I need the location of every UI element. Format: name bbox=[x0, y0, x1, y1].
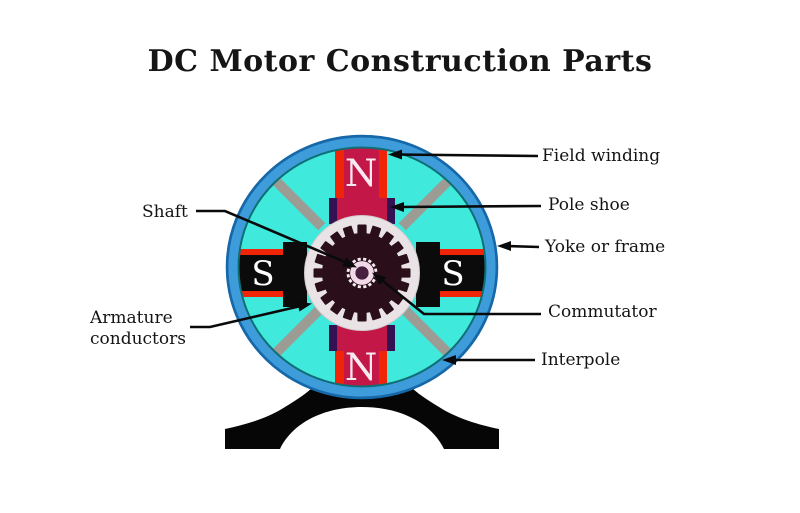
label-interpole: Interpole bbox=[541, 350, 621, 370]
commutator-ring bbox=[350, 261, 374, 285]
leader-shaft bbox=[196, 209, 353, 267]
label-field-winding: Field winding bbox=[542, 146, 661, 166]
pole-letter-n-bottom: N bbox=[345, 346, 377, 389]
interpole-bar bbox=[398, 303, 459, 364]
label-shaft: Shaft bbox=[142, 202, 188, 222]
motor-base bbox=[225, 387, 499, 449]
pole-s-left bbox=[237, 242, 307, 307]
interpole-bar bbox=[265, 303, 326, 364]
armature bbox=[304, 215, 420, 331]
pole-shoe-left bbox=[283, 242, 307, 307]
label-commutator: Commutator bbox=[548, 302, 657, 322]
arrowheads bbox=[297, 149, 511, 365]
pole-letter-n-top: N bbox=[345, 152, 377, 195]
yoke-ring bbox=[225, 134, 499, 400]
interpole-bar bbox=[398, 170, 459, 231]
label-yoke-or-frame: Yoke or frame bbox=[545, 237, 666, 257]
pole-letter-s-left: S bbox=[251, 254, 274, 294]
leader-pole-shoe bbox=[397, 204, 542, 209]
pole-letter-s-right: S bbox=[441, 254, 464, 294]
shaft-center bbox=[355, 266, 369, 280]
interpole-bar bbox=[265, 170, 326, 231]
leader-armature bbox=[190, 303, 306, 329]
pole-shoe-right bbox=[416, 242, 440, 307]
page-title: DC Motor Construction Parts bbox=[147, 44, 653, 79]
interpoles bbox=[265, 170, 459, 364]
pole-s-right bbox=[416, 242, 485, 307]
leader-lines bbox=[190, 153, 542, 362]
leader-field-winding bbox=[393, 153, 539, 158]
label-armature-conductors: Armature conductors bbox=[90, 308, 186, 349]
leader-commutator bbox=[377, 275, 541, 316]
label-pole-shoe: Pole shoe bbox=[548, 195, 630, 215]
